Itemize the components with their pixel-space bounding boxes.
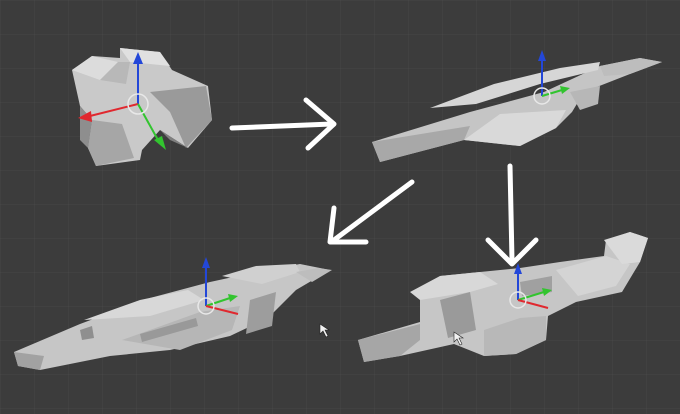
y-axis-arrow-icon xyxy=(154,136,166,150)
y-axis-arrow-icon xyxy=(228,294,238,302)
mouse-pointer-icon xyxy=(319,323,330,338)
z-axis-arrow-icon xyxy=(133,52,143,64)
z-axis-arrow-icon xyxy=(538,50,546,61)
z-axis-arrow-icon xyxy=(202,257,210,268)
y-axis-arrow-icon xyxy=(560,86,570,94)
x-axis-arrow-icon xyxy=(78,111,92,122)
y-axis-arrow-icon xyxy=(542,288,552,296)
arrow-down-icon xyxy=(485,163,539,267)
pivot-ring-icon xyxy=(533,87,551,105)
y-axis-handle xyxy=(137,103,159,141)
pivot-ring-icon xyxy=(127,93,149,115)
y-axis-handle xyxy=(205,297,231,307)
pivot-ring-icon xyxy=(197,297,215,315)
mouse-pointer-icon xyxy=(453,331,464,346)
x-axis-handle xyxy=(205,305,239,315)
pivot-ring-icon xyxy=(509,291,527,309)
y-axis-handle xyxy=(541,89,563,97)
arrow-right-icon xyxy=(229,97,337,151)
x-axis-handle xyxy=(89,103,139,117)
arrow-down-left-icon xyxy=(327,179,415,245)
y-axis-handle xyxy=(517,291,545,301)
x-axis-handle xyxy=(517,299,549,309)
z-axis-arrow-icon xyxy=(514,263,522,274)
